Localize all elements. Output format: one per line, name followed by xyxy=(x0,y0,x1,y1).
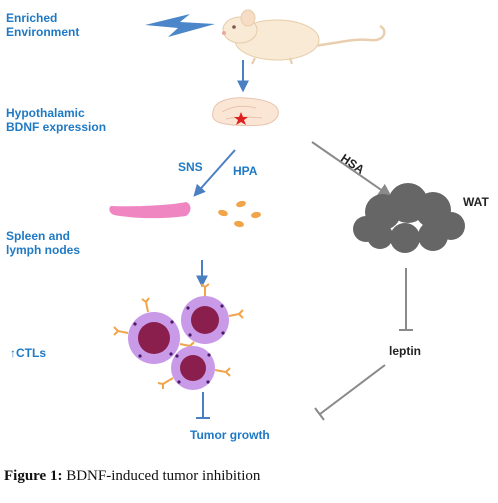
mouse-icon xyxy=(222,9,386,65)
sns-label: SNS xyxy=(178,160,203,174)
figure-caption-text: BDNF-induced tumor inhibition xyxy=(62,468,261,484)
arrow-brain-to-wat xyxy=(311,141,393,198)
spleen-label-line2: lymph nodes xyxy=(6,243,81,257)
star-icon xyxy=(234,112,248,125)
hypothalamic-label-line2: BDNF expression xyxy=(6,120,107,134)
lightning-icon xyxy=(145,14,215,37)
t-cell-icon xyxy=(157,346,231,390)
leptin-label: leptin xyxy=(389,344,421,358)
enriched-environment-label-line2: Environment xyxy=(6,25,80,39)
hypothalamic-label-line1: Hypothalamic xyxy=(6,106,85,120)
tumor-growth-label: Tumor growth xyxy=(190,428,270,442)
cloud-icon xyxy=(353,183,465,253)
lymph-node-icon xyxy=(218,200,261,228)
figure-number: Figure 1: xyxy=(4,468,63,484)
hpa-label: HPA xyxy=(233,164,258,178)
enriched-environment-label-line1: Enriched xyxy=(6,11,58,25)
spleen-label-line1: Spleen and xyxy=(6,229,71,243)
figure-caption: Figure 1: BDNF-induced tumor inhibition xyxy=(4,468,260,485)
brain-icon xyxy=(212,97,279,127)
t-cell-icon xyxy=(113,297,195,364)
t-cell-icon xyxy=(181,283,244,344)
arrow-brain-to-spleen xyxy=(193,149,236,197)
inhibit-leptin-to-tumor xyxy=(319,364,386,415)
wat-label: WAT xyxy=(463,195,489,209)
spleen-icon xyxy=(109,202,191,219)
ctls-label: ↑CTLs xyxy=(10,346,46,360)
